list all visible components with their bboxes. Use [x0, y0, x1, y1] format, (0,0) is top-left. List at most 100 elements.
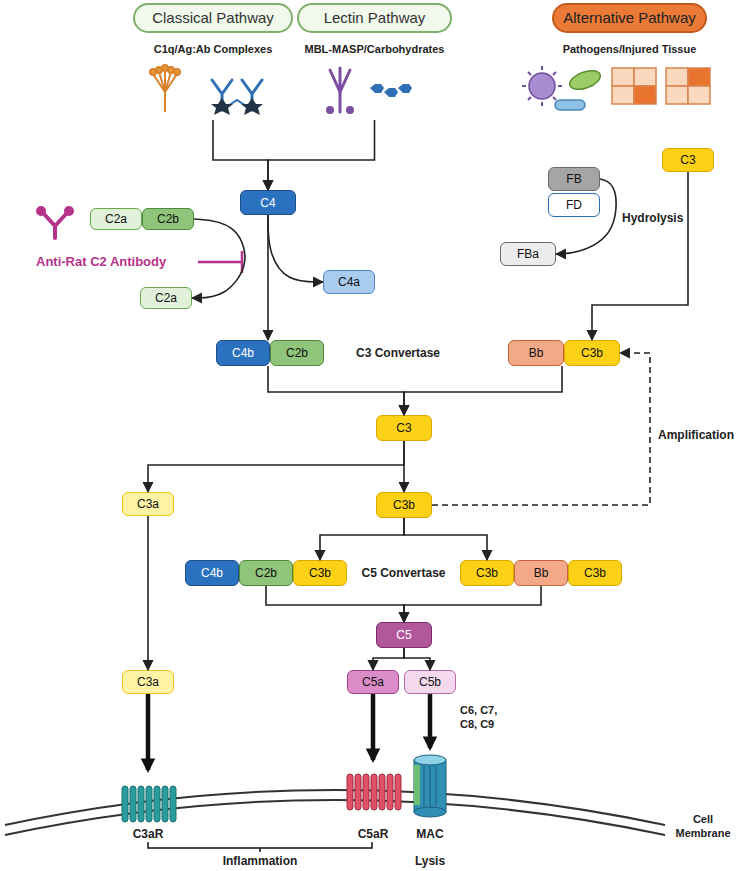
pathogen-icon: [522, 66, 562, 106]
carbohydrate-icon: [370, 84, 412, 97]
pathway-node: Alternative PathwayPathogens/Injured Tis…: [552, 3, 707, 120]
antigen-star: [211, 98, 233, 115]
injured-tissue-icon: [612, 86, 634, 104]
antibody-icon: [38, 208, 44, 214]
reaction-arrow: [404, 586, 541, 622]
c5a-receptor: [347, 774, 401, 810]
inhibition-line: [198, 251, 242, 273]
complement-protein-box: FB: [548, 167, 600, 191]
carbohydrate-icon: [370, 84, 384, 93]
c5a-receptor: [395, 774, 401, 810]
c5a-receptor: [363, 774, 369, 810]
reaction-arrow: [404, 366, 562, 415]
pathway-node: Lectin PathwayMBL-MASP/Carbohydrates: [297, 3, 452, 120]
reaction-arrow: [267, 215, 269, 340]
reaction-arrow: [266, 586, 404, 622]
protein-name: C2a: [155, 291, 177, 305]
c5a-receptor: [355, 774, 361, 810]
pathway-trigger: C1q/Ag:Ab Complexes: [123, 43, 303, 55]
cell-membrane: [5, 790, 665, 825]
inhibition-line: [241, 251, 244, 273]
carbohydrate-icon: [398, 84, 412, 93]
injured-tissue-icon: [688, 86, 710, 104]
mbl-icon: [339, 92, 342, 112]
antibody-icon: [44, 214, 66, 238]
cell-membrane: [5, 800, 665, 835]
amplification-arrow: [432, 353, 650, 505]
c3a-receptor: [154, 786, 160, 822]
annotation-label: Hydrolysis: [622, 211, 692, 225]
reaction-arrow: [268, 215, 323, 282]
annotation-label: MAC: [403, 827, 457, 841]
reaction-arrow: [268, 366, 404, 415]
protein-name: FD: [566, 198, 582, 212]
protein-name: C3b: [476, 566, 498, 580]
pathogen-icon: [555, 100, 585, 110]
protein-name: C4a: [338, 275, 360, 289]
pathogen-icon: [529, 73, 555, 99]
mac-pore: [414, 807, 446, 817]
complement-protein-box: C4b: [216, 340, 270, 366]
complement-protein-box: C5b: [404, 670, 456, 694]
complement-protein-box: C3b: [293, 560, 347, 586]
injured-tissue-icon: [634, 86, 656, 104]
reaction-arrow: [320, 518, 404, 560]
protein-name: Bb: [534, 566, 549, 580]
pathway-name: Alternative Pathway: [552, 3, 707, 33]
mac-pore: [414, 755, 446, 765]
reaction-arrow: [592, 172, 688, 340]
complement-protein-box: C2b: [142, 208, 194, 230]
injured-tissue-icon: [688, 68, 710, 86]
antigen-star: [211, 98, 263, 115]
complement-protein-box: Bb: [514, 560, 568, 586]
mbl-icon: [326, 68, 354, 114]
protein-name: C3b: [584, 566, 606, 580]
complement-protein-box: Bb: [508, 340, 564, 366]
protein-name: C4b: [201, 566, 223, 580]
protein-name: C2b: [255, 566, 277, 580]
complement-protein-box: C5: [376, 622, 432, 648]
injured-tissue-icon: [634, 68, 656, 86]
complement-protein-box: C3: [662, 148, 714, 172]
c5a-receptor: [371, 774, 377, 810]
pathway-name: Lectin Pathway: [297, 3, 452, 33]
c3a-receptor: [138, 786, 144, 822]
protein-name: C5a: [362, 675, 384, 689]
reaction-arrow: [404, 518, 487, 560]
annotation-label: C6, C7, C8, C9: [460, 703, 512, 731]
carbohydrate-icon: [384, 88, 398, 97]
protein-name: Bb: [529, 346, 544, 360]
mbl-icon: [330, 68, 350, 92]
reaction-arrow: [192, 219, 245, 298]
reaction-arrow: [403, 441, 405, 492]
pathway-node: Classical PathwayC1q/Ag:Ab Complexes: [133, 3, 293, 120]
c3a-receptor: [162, 786, 168, 822]
reaction-arrow: [373, 648, 404, 670]
protein-name: C3: [680, 153, 695, 167]
protein-name: C5: [396, 628, 411, 642]
protein-name: C3b: [393, 498, 415, 512]
injured-tissue-icon: [612, 68, 634, 86]
complement-protein-box: C4a: [323, 270, 375, 294]
complement-protein-box: C4b: [185, 560, 239, 586]
protein-name: C2b: [157, 212, 179, 226]
reaction-arrow: [404, 648, 430, 670]
protein-name: C4: [260, 196, 275, 210]
pathway-trigger: MBL-MASP/Carbohydrates: [287, 43, 462, 55]
bracket: [148, 842, 372, 852]
protein-name: C2b: [286, 346, 308, 360]
complement-protein-box: C4: [240, 190, 296, 215]
reaction-arrow: [556, 179, 616, 254]
complement-protein-box: C3b: [564, 340, 620, 366]
complement-protein-box: C2b: [270, 340, 324, 366]
mac-pore: [424, 766, 436, 808]
pathway-trigger: Pathogens/Injured Tissue: [542, 43, 717, 55]
protein-name: C5b: [419, 675, 441, 689]
complement-protein-box: C5a: [347, 670, 399, 694]
c5a-receptor: [347, 774, 353, 810]
